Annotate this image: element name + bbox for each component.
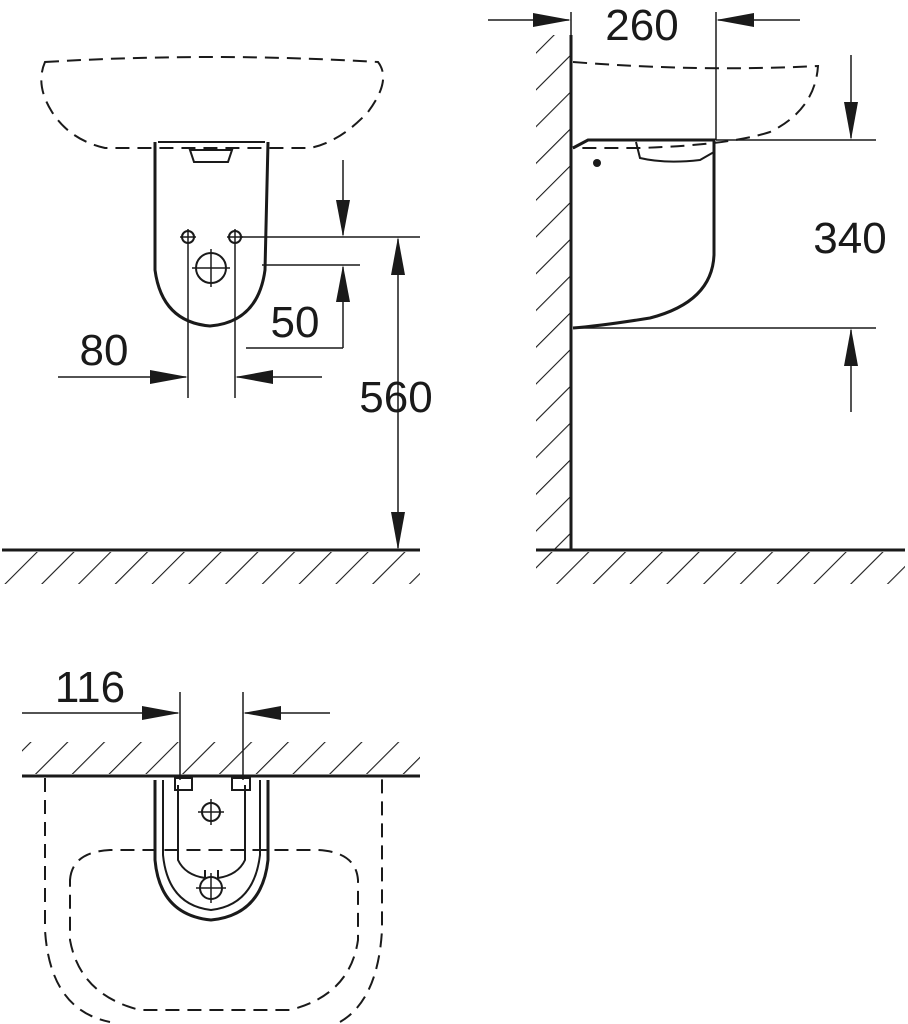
- side-view: [488, 12, 905, 584]
- dimension-label-340: 340: [813, 214, 886, 263]
- dimension-label-50: 50: [271, 298, 320, 347]
- front-basin-outline: [40, 56, 385, 149]
- dimension-label-260: 260: [605, 1, 678, 50]
- dimension-label-116: 116: [55, 663, 125, 712]
- top-pedestal: [153, 780, 270, 922]
- side-floor-hatch: [536, 552, 905, 584]
- top-basin-inner: [69, 849, 359, 1011]
- dimension-label-560: 560: [359, 373, 432, 422]
- dimension-label-80: 80: [80, 326, 129, 375]
- top-wall-hatch: [22, 742, 420, 774]
- front-view: [2, 56, 420, 584]
- top-mounting-holes: [196, 799, 226, 903]
- top-basin-outer: [44, 778, 383, 1023]
- top-view: [22, 692, 420, 1023]
- front-pedestal: [153, 141, 270, 328]
- front-floor-hatch: [2, 552, 420, 584]
- side-pedestal: [572, 138, 716, 330]
- side-fixing-point: [593, 159, 601, 167]
- side-basin-outline: [572, 61, 820, 149]
- front-pedestal-slot: [188, 149, 234, 163]
- side-wall-hatch: [536, 35, 570, 550]
- front-mounting-holes: [180, 229, 243, 287]
